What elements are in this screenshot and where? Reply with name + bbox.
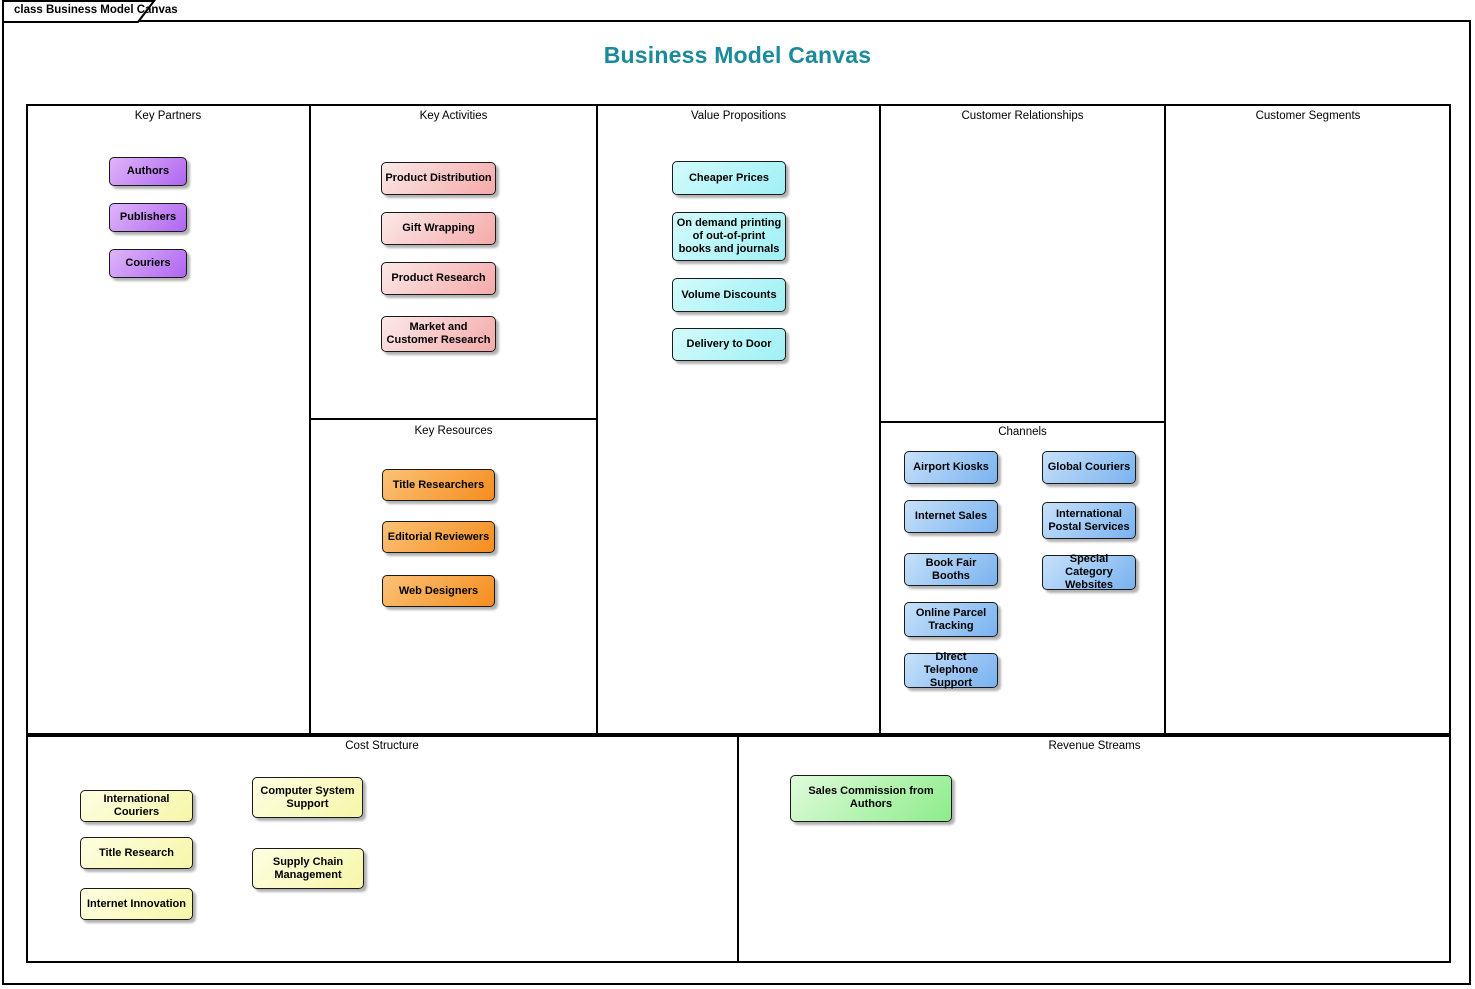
section-label-key-partners: Key Partners [134, 110, 202, 122]
node-title-research[interactable]: Title Research [80, 837, 193, 869]
grid-divider-3 [879, 104, 881, 735]
key-resources-divider [309, 418, 598, 420]
node-supply-chain-management[interactable]: Supply Chain Management [252, 848, 364, 889]
node-sales-commission-from-authors[interactable]: Sales Commission from Authors [790, 775, 952, 822]
frame-tab-label: class Business Model Canvas [14, 4, 178, 16]
node-internet-innovation[interactable]: Internet Innovation [80, 888, 193, 920]
node-online-parcel-tracking[interactable]: Online Parcel Tracking [904, 602, 998, 637]
section-label-customer-segments: Customer Segments [1255, 110, 1361, 122]
node-book-fair-booths[interactable]: Book Fair Booths [904, 553, 998, 586]
grid-top-band [26, 104, 1451, 735]
node-gift-wrapping[interactable]: Gift Wrapping [381, 212, 496, 245]
node-global-couriers[interactable]: Global Couriers [1042, 451, 1136, 484]
node-couriers[interactable]: Couriers [109, 249, 187, 278]
node-cheaper-prices[interactable]: Cheaper Prices [672, 161, 786, 195]
node-special-category-websites[interactable]: Special Category Websites [1042, 553, 1136, 591]
node-market-and-customer-research[interactable]: Market and Customer Research [381, 316, 496, 352]
node-on-demand-printing[interactable]: On demand printing of out-of-print books… [672, 212, 786, 261]
node-internet-sales[interactable]: Internet Sales [904, 500, 998, 533]
section-label-cost-structure: Cost Structure [345, 740, 419, 752]
section-label-key-activities: Key Activities [419, 110, 488, 122]
section-label-value-propositions: Value Propositions [690, 110, 787, 122]
diagram-title: Business Model Canvas [603, 42, 872, 68]
node-product-research[interactable]: Product Research [381, 262, 496, 295]
section-label-revenue-streams: Revenue Streams [1048, 740, 1141, 752]
node-authors[interactable]: Authors [109, 157, 187, 186]
section-label-channels: Channels [998, 426, 1047, 438]
node-delivery-to-door[interactable]: Delivery to Door [672, 328, 786, 361]
node-computer-system-support[interactable]: Computer System Support [252, 777, 363, 818]
node-airport-kiosks[interactable]: Airport Kiosks [904, 451, 998, 484]
node-web-designers[interactable]: Web Designers [382, 575, 495, 607]
node-product-distribution[interactable]: Product Distribution [381, 162, 496, 195]
grid-divider-bottom [737, 735, 739, 963]
channels-divider [879, 421, 1166, 423]
diagram-frame-tab: class Business Model Canvas [2, 0, 178, 23]
section-label-key-resources: Key Resources [414, 425, 493, 437]
frame-tab-shape [2, 0, 157, 23]
node-editorial-reviewers[interactable]: Editorial Reviewers [382, 521, 495, 553]
section-label-customer-relationships: Customer Relationships [961, 110, 1084, 122]
node-publishers[interactable]: Publishers [109, 203, 187, 232]
node-international-postal-services[interactable]: International Postal Services [1042, 502, 1136, 539]
node-direct-telephone-support[interactable]: Direct Telephone Support [904, 651, 998, 689]
grid-divider-4 [1164, 104, 1166, 735]
node-international-couriers[interactable]: International Couriers [80, 790, 193, 822]
node-volume-discounts[interactable]: Volume Discounts [672, 278, 786, 312]
node-title-researchers[interactable]: Title Researchers [382, 469, 495, 501]
